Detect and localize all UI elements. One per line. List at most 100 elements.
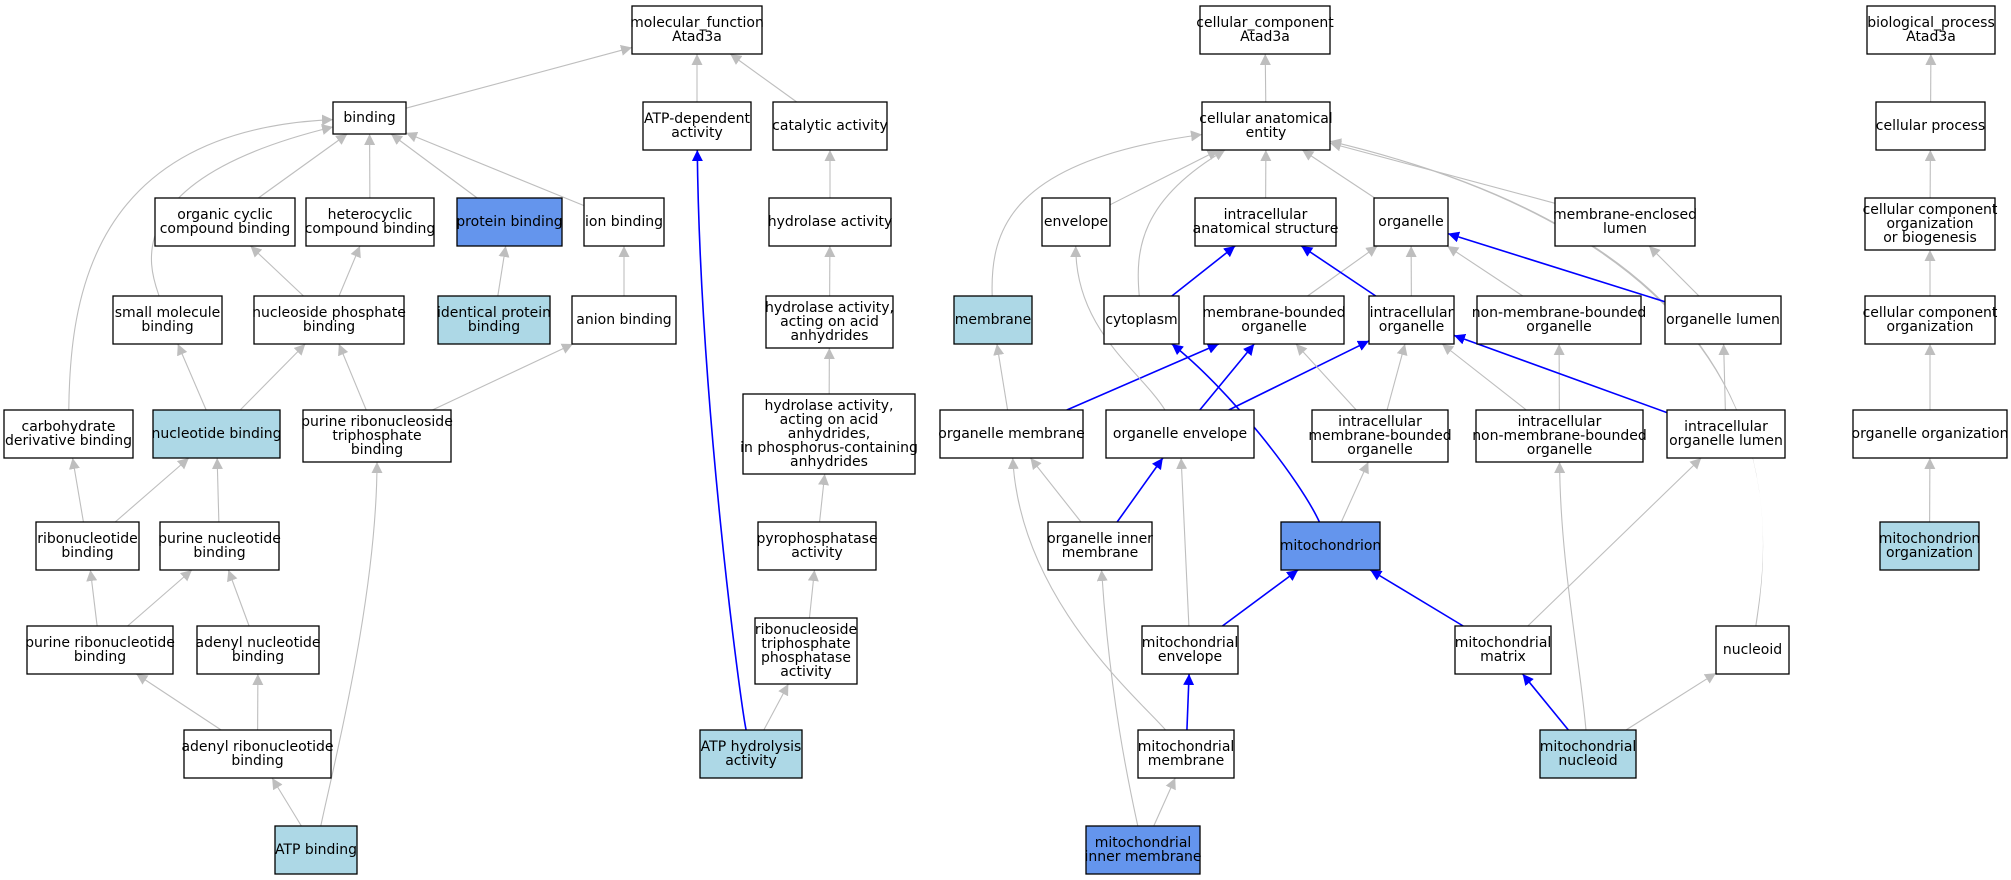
node-label-purnuc: purine nucleotide — [158, 531, 281, 547]
node-box-cellproc — [1875, 101, 1986, 151]
node-box-ccob — [1864, 197, 1996, 251]
node-box-mito — [1280, 521, 1381, 571]
node-label-iol: organelle lumen — [1669, 433, 1783, 449]
node-box-cco — [1864, 295, 1996, 345]
node-label-ion: ion binding — [585, 214, 663, 230]
node-label-ribotri: phosphatase — [761, 650, 851, 666]
node-box-mbo — [1203, 295, 1345, 345]
node-label-cco: organization — [1886, 319, 1973, 335]
node-box-cae — [1201, 101, 1331, 151]
node-membrane: membrane — [953, 295, 1033, 345]
edge-nmbo-to-organelle — [1446, 245, 1524, 297]
node-label-mitonucleoid: mitochondrial — [1540, 739, 1637, 755]
node-box-catalytic — [772, 101, 888, 151]
edge-imbo-to-mbo — [1295, 343, 1357, 411]
edge-orgenv-to-intraorg — [1228, 340, 1370, 411]
node-label-imbo: organelle — [1347, 442, 1412, 458]
node-label-purtri: purine ribonucleoside — [301, 414, 453, 430]
node-box-protein — [456, 197, 563, 247]
node-label-adenylnuc: adenyl nucleotide — [196, 635, 321, 651]
edge-orgmem-to-mbo — [1066, 343, 1220, 411]
edge-atpbind-to-purtri — [320, 461, 383, 827]
edge-organiccyclic-to-binding — [258, 133, 348, 199]
node-box-cc — [1199, 5, 1331, 55]
node-box-oim — [1047, 521, 1153, 571]
edge-binding-to-mf — [405, 45, 633, 109]
node-box-imbo — [1311, 409, 1449, 463]
node-box-heterocyclic — [305, 197, 435, 247]
node-label-organiccyclic: organic cyclic — [177, 207, 273, 223]
node-label-adenylribo: adenyl ribonucleotide — [181, 739, 333, 755]
node-label-identical: identical protein — [437, 305, 551, 321]
node-label-atphyd: activity — [725, 753, 777, 769]
node-box-carbo — [3, 409, 134, 459]
edge-cytoplasm-to-ias — [1171, 245, 1236, 297]
edge-inmbo-to-intraorg — [1441, 343, 1527, 411]
node-label-nucphos: nucleoside phosphate — [252, 305, 406, 321]
node-label-carbo: derivative binding — [5, 433, 132, 449]
edge-iol-to-intraorg — [1453, 333, 1668, 414]
node-label-orglumen: organelle lumen — [1666, 312, 1780, 328]
node-label-nmbo: non-membrane-bounded — [1472, 305, 1647, 321]
edge-oim-to-orgenv — [1116, 457, 1164, 523]
node-label-protein: protein binding — [456, 214, 562, 230]
node-label-hydphos: anhydrides, — [788, 426, 870, 442]
node-label-purribonuc: purine ribonucleotide — [25, 635, 175, 651]
node-label-carbo: carbohydrate — [22, 419, 116, 435]
node-label-mitoenv: mitochondrial — [1142, 635, 1239, 651]
edge-purribonuc-to-purnuc — [127, 569, 193, 627]
node-label-cae: entity — [1246, 125, 1287, 141]
node-label-purtri: binding — [351, 442, 403, 458]
edge-atphyd-to-ribotri — [763, 683, 789, 731]
edge-orglumen-to-mel — [1648, 245, 1700, 297]
node-label-imbo: membrane-bounded — [1308, 428, 1451, 444]
node-box-hydrolase — [768, 197, 892, 247]
edge-cae-to-cc — [1259, 53, 1271, 103]
edge-catalytic-to-mf — [729, 53, 798, 103]
edge-mim-to-mitomem — [1153, 777, 1176, 827]
edge-nucphos-to-organiccyclic — [250, 245, 304, 297]
node-label-bp: Atad3a — [1906, 29, 1956, 45]
node-box-inmbo — [1475, 409, 1644, 463]
edge-mito-to-imbo — [1340, 461, 1369, 523]
node-box-organiccyclic — [154, 197, 296, 247]
node-label-hydacid: anhydrides — [791, 328, 869, 344]
node-box-iol — [1666, 409, 1786, 459]
node-inmbo: intracellularnon-membrane-boundedorganel… — [1472, 409, 1647, 463]
node-label-catalytic: catalytic activity — [772, 118, 888, 134]
node-organelle: organelle — [1373, 197, 1449, 247]
edge-mitomatrix-to-mito — [1369, 569, 1464, 627]
edge-iol-to-orglumen — [1718, 343, 1730, 411]
node-label-adenylribo: binding — [231, 753, 283, 769]
node-box-mim — [1085, 825, 1201, 875]
edge-atpbind-to-adenylribo — [271, 777, 302, 827]
node-box-purribonuc — [26, 625, 174, 675]
node-box-mel — [1554, 197, 1696, 247]
node-label-mbo: membrane-bounded — [1202, 305, 1345, 321]
edge-mel-to-cae — [1329, 140, 1556, 204]
node-label-pyro: pyrophosphatase — [756, 531, 877, 547]
node-box-adenylribo — [183, 729, 332, 779]
edge-mitoenv-to-mito — [1221, 569, 1299, 627]
node-mito: mitochondrion — [1280, 521, 1381, 571]
node-orglumen: organelle lumen — [1664, 295, 1782, 345]
node-box-pyro — [757, 521, 877, 571]
node-label-inmbo: non-membrane-bounded — [1472, 428, 1647, 444]
node-label-heterocyclic: compound binding — [305, 221, 436, 237]
node-label-mitoenv: envelope — [1158, 649, 1222, 665]
node-box-mitoorg — [1879, 521, 1980, 571]
edge-orgenv-to-mbo — [1199, 343, 1255, 411]
edge-ribonuc-to-nucleotide — [114, 457, 190, 523]
